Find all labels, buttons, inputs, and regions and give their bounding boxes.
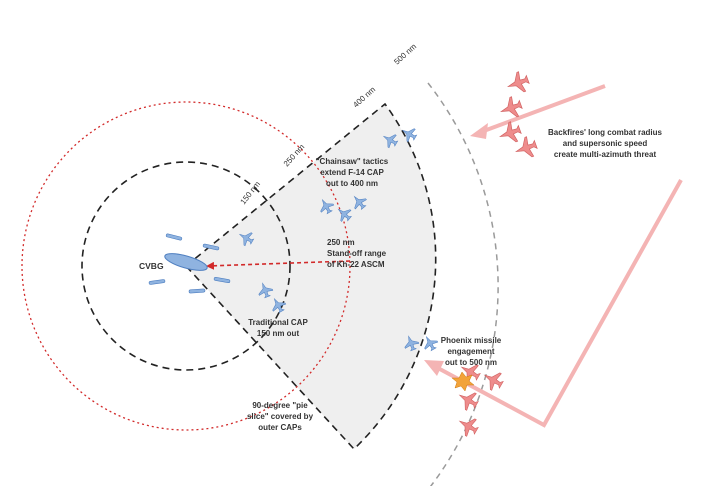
- standoff-label: 250 nm Stand-off range of Kh-22 ASCM: [327, 238, 387, 269]
- standoff-label-line: 250 nm: [327, 238, 355, 247]
- missile-burst-icon: [451, 371, 475, 392]
- standoff-label-line: Stand-off range: [327, 249, 387, 258]
- escort-ship: [188, 288, 206, 294]
- standoff-arrow: [206, 260, 351, 270]
- threat-arrow-south: [435, 179, 683, 428]
- backfires-label-line: and supersonic speed: [563, 139, 648, 148]
- traditional-cap-label-line: Traditional CAP: [248, 318, 308, 327]
- traditional-cap-label-line: 150 nm out: [257, 329, 300, 338]
- traditional-cap-label: Traditional CAP 150 nm out: [248, 318, 308, 338]
- backfire-jet-icon: [512, 134, 540, 162]
- chainsaw-label-line: extend F-14 CAP: [320, 168, 384, 177]
- ring-150nm: [81, 161, 291, 371]
- backfires-label: Backfires' long combat radius and supers…: [548, 128, 662, 159]
- cvbg-label: CVBG: [139, 261, 164, 271]
- pie-slice-label-line: slice" covered by: [247, 412, 314, 421]
- escort-ship: [165, 233, 183, 241]
- standoff-label-line: of Kh-22 ASCM: [327, 260, 385, 269]
- phoenix-label-line: engagement: [447, 347, 494, 356]
- backfires-label-line: create multi-azimuth threat: [554, 150, 657, 159]
- backfire-jet-icon: [504, 69, 532, 97]
- ring-250nm: [21, 101, 351, 431]
- chainsaw-label-line: "Chainsaw" tactics: [316, 157, 389, 166]
- carrier-icon: [164, 253, 208, 271]
- pie-slice-sector: [184, 102, 437, 451]
- range-label-500: 500 nm: [392, 42, 418, 67]
- threat-arrow-south-head: [424, 360, 444, 376]
- range-label-400: 400 nm: [351, 85, 377, 110]
- phoenix-label-line: out to 500 nm: [445, 358, 497, 367]
- chainsaw-label: "Chainsaw" tactics extend F-14 CAP out t…: [316, 157, 389, 188]
- backfires-label-line: Backfires' long combat radius: [548, 128, 662, 137]
- backfire-jet-icon: [479, 366, 507, 394]
- range-label-250: 250 nm: [282, 142, 307, 168]
- pie-slice-label: 90-degree "pie slice" covered by outer C…: [247, 401, 314, 432]
- chainsaw-label-line: out to 400 nm: [326, 179, 378, 188]
- phoenix-label-line: Phoenix missile: [441, 336, 502, 345]
- pie-slice-label-line: outer CAPs: [258, 423, 302, 432]
- escort-ship: [148, 279, 166, 285]
- threat-arrow-north-head: [470, 123, 488, 139]
- threat-arrow-north: [480, 84, 606, 134]
- pie-slice-label-line: 90-degree "pie: [252, 401, 308, 410]
- backfire-jet-icon: [454, 412, 482, 440]
- phoenix-label: Phoenix missile engagement out to 500 nm: [441, 336, 502, 367]
- ring-500nm-arc: [427, 82, 499, 486]
